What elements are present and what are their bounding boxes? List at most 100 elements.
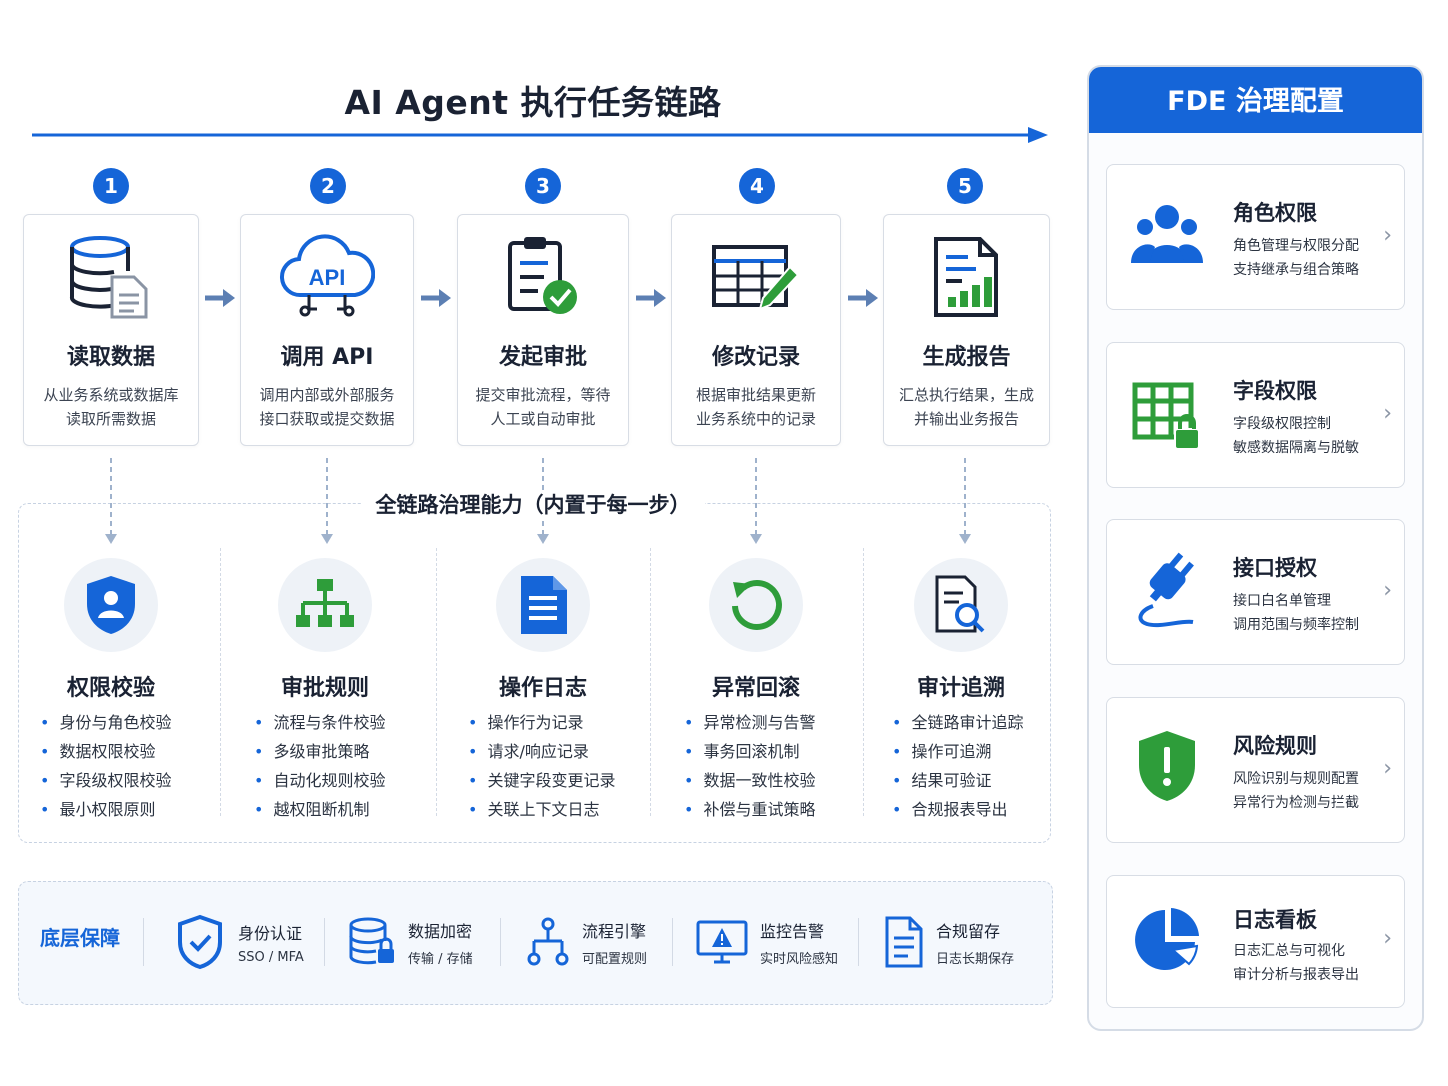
step-desc: 根据审批结果更新业务系统中的记录: [695, 386, 816, 428]
config-card-title: 接口授权: [1233, 556, 1317, 580]
chevron-right-icon[interactable]: ›: [1383, 578, 1392, 603]
governance-col-title: 审计追溯: [916, 676, 1005, 701]
config-card-desc: 日志汇总与可视化: [1233, 943, 1345, 959]
chevron-right-icon[interactable]: ›: [1383, 756, 1392, 781]
base-item-compliance: 合规留存日志长期保存: [884, 912, 1014, 972]
governance-list: 操作行为记录请求/响应记录关键字段变更记录关联上下文日志: [468, 708, 615, 824]
governance-approval-rules: 审批规则 流程与条件校验多级审批策略自动化规则校验越权阻断机制: [232, 548, 418, 828]
step-card-report[interactable]: 生成报告 汇总执行结果，生成并输出业务报告: [883, 214, 1050, 446]
base-divider: [324, 918, 325, 966]
users-icon: [1129, 197, 1205, 273]
svg-text:API: API: [309, 265, 346, 290]
step-title: 修改记录: [711, 345, 800, 370]
column-divider: [863, 548, 864, 816]
config-card-desc: 异常行为检测与拦截: [1233, 795, 1359, 811]
chevron-right-icon[interactable]: ›: [1383, 223, 1392, 248]
step-arrow-icon: [421, 289, 451, 307]
governance-col-title: 权限校验: [66, 676, 155, 701]
base-divider: [672, 918, 673, 966]
base-item-encryption: 数据加密传输 / 存储: [348, 912, 473, 972]
table-edit-icon: [672, 233, 840, 321]
step-arrow-icon: [848, 289, 878, 307]
flow-arrow: [32, 127, 1048, 143]
step-1-badge: 1: [93, 168, 129, 204]
rollback-icon: [709, 558, 803, 652]
governance-audit-trace: 审计追溯 全链路审计追踪操作可追溯结果可验证合规报表导出: [872, 548, 1050, 828]
step-card-read-data[interactable]: 读取数据 从业务系统或数据库读取所需数据: [23, 214, 199, 446]
database-icon: [24, 233, 198, 321]
hierarchy-icon: [278, 558, 372, 652]
step-desc: 调用内部或外部服务接口获取或提交数据: [259, 386, 395, 428]
config-card-desc: 接口白名单管理: [1233, 593, 1331, 609]
step-arrow-icon: [636, 289, 666, 307]
step-desc: 汇总执行结果，生成并输出业务报告: [898, 386, 1034, 428]
pie-chart-icon: [1129, 902, 1205, 978]
grid-lock-icon: [1129, 379, 1205, 455]
governance-title: 全链路治理能力（内置于每一步）: [0, 489, 1066, 519]
step-title: 发起审批: [498, 345, 587, 370]
step-arrow-icon: [205, 289, 235, 307]
monitor-alert-icon: [696, 920, 748, 964]
base-divider: [858, 918, 859, 966]
step-title: 生成报告: [922, 345, 1011, 370]
governance-operation-log: 操作日志 操作行为记录请求/响应记录关键字段变更记录关联上下文日志: [450, 548, 636, 828]
database-lock-icon: [349, 917, 394, 965]
plug-icon: [1129, 550, 1205, 628]
governance-col-title: 审批规则: [280, 676, 369, 701]
step-card-modify-record[interactable]: 修改记录 根据审批结果更新业务系统中的记录: [671, 214, 841, 446]
down-connector: [959, 458, 971, 544]
config-card-desc: 风险识别与规则配置: [1233, 771, 1359, 787]
step-2-badge: 2: [310, 168, 346, 204]
config-card-role-permission[interactable]: 角色权限 角色管理与权限分配 支持继承与组合策略 ›: [1106, 164, 1405, 310]
flow-icon: [527, 917, 569, 966]
step-4-badge: 4: [739, 168, 775, 204]
governance-col-title: 操作日志: [498, 676, 587, 701]
down-connector: [750, 458, 762, 544]
base-support-label: 底层保障: [40, 926, 120, 950]
config-card-desc: 字段级权限控制: [1233, 416, 1331, 432]
base-divider: [500, 918, 501, 966]
base-item-workflow: 流程引擎可配置规则: [526, 912, 647, 972]
panel-title: FDE 治理配置: [1089, 67, 1422, 133]
shield-alert-icon: [1129, 728, 1205, 804]
config-card-api-authorization[interactable]: 接口授权 接口白名单管理 调用范围与频率控制 ›: [1106, 519, 1405, 665]
config-card-title: 日志看板: [1233, 908, 1317, 932]
column-divider: [220, 548, 221, 816]
document-icon: [496, 558, 590, 652]
step-desc: 从业务系统或数据库读取所需数据: [43, 386, 179, 428]
config-card-desc: 审计分析与报表导出: [1233, 967, 1359, 983]
base-divider: [143, 918, 144, 966]
step-card-approval[interactable]: 发起审批 提交审批流程，等待人工或自动审批: [457, 214, 629, 446]
config-card-title: 风险规则: [1233, 734, 1317, 758]
chevron-right-icon[interactable]: ›: [1383, 926, 1392, 951]
step-desc: 提交审批流程，等待人工或自动审批: [475, 386, 611, 428]
governance-permission-check: 权限校验 身份与角色校验数据权限校验字段级权限校验最小权限原则: [20, 548, 202, 828]
down-connector: [321, 458, 333, 544]
audit-search-icon: [914, 558, 1008, 652]
chevron-right-icon[interactable]: ›: [1383, 401, 1392, 426]
config-card-desc: 调用范围与频率控制: [1233, 617, 1359, 633]
step-3-badge: 3: [525, 168, 561, 204]
base-item-monitoring: 监控告警实时风险感知: [696, 912, 838, 972]
config-card-log-dashboard[interactable]: 日志看板 日志汇总与可视化 审计分析与报表导出 ›: [1106, 875, 1405, 1008]
column-divider: [436, 548, 437, 816]
config-card-title: 角色权限: [1233, 201, 1317, 225]
config-card-title: 字段权限: [1233, 379, 1317, 403]
shield-check-icon: [178, 914, 222, 970]
step-5-badge: 5: [947, 168, 983, 204]
governance-list: 流程与条件校验多级审批策略自动化规则校验越权阻断机制: [254, 708, 385, 824]
config-card-risk-rules[interactable]: 风险规则 风险识别与规则配置 异常行为检测与拦截 ›: [1106, 697, 1405, 843]
down-connector: [105, 458, 117, 544]
shield-user-icon: [64, 558, 158, 652]
config-card-desc: 角色管理与权限分配: [1233, 238, 1359, 254]
column-divider: [650, 548, 651, 816]
file-icon: [885, 916, 923, 968]
governance-list: 身份与角色校验数据权限校验字段级权限校验最小权限原则: [40, 708, 171, 824]
config-card-field-permission[interactable]: 字段权限 字段级权限控制 敏感数据隔离与脱敏 ›: [1106, 342, 1405, 488]
main-title: AI Agent 执行任务链路: [344, 83, 722, 122]
governance-col-title: 异常回滚: [711, 676, 800, 701]
step-card-call-api[interactable]: API 调用 API 调用内部或外部服务接口获取或提交数据: [240, 214, 414, 446]
api-cloud-icon: API: [241, 233, 413, 321]
config-card-desc: 敏感数据隔离与脱敏: [1233, 440, 1359, 456]
